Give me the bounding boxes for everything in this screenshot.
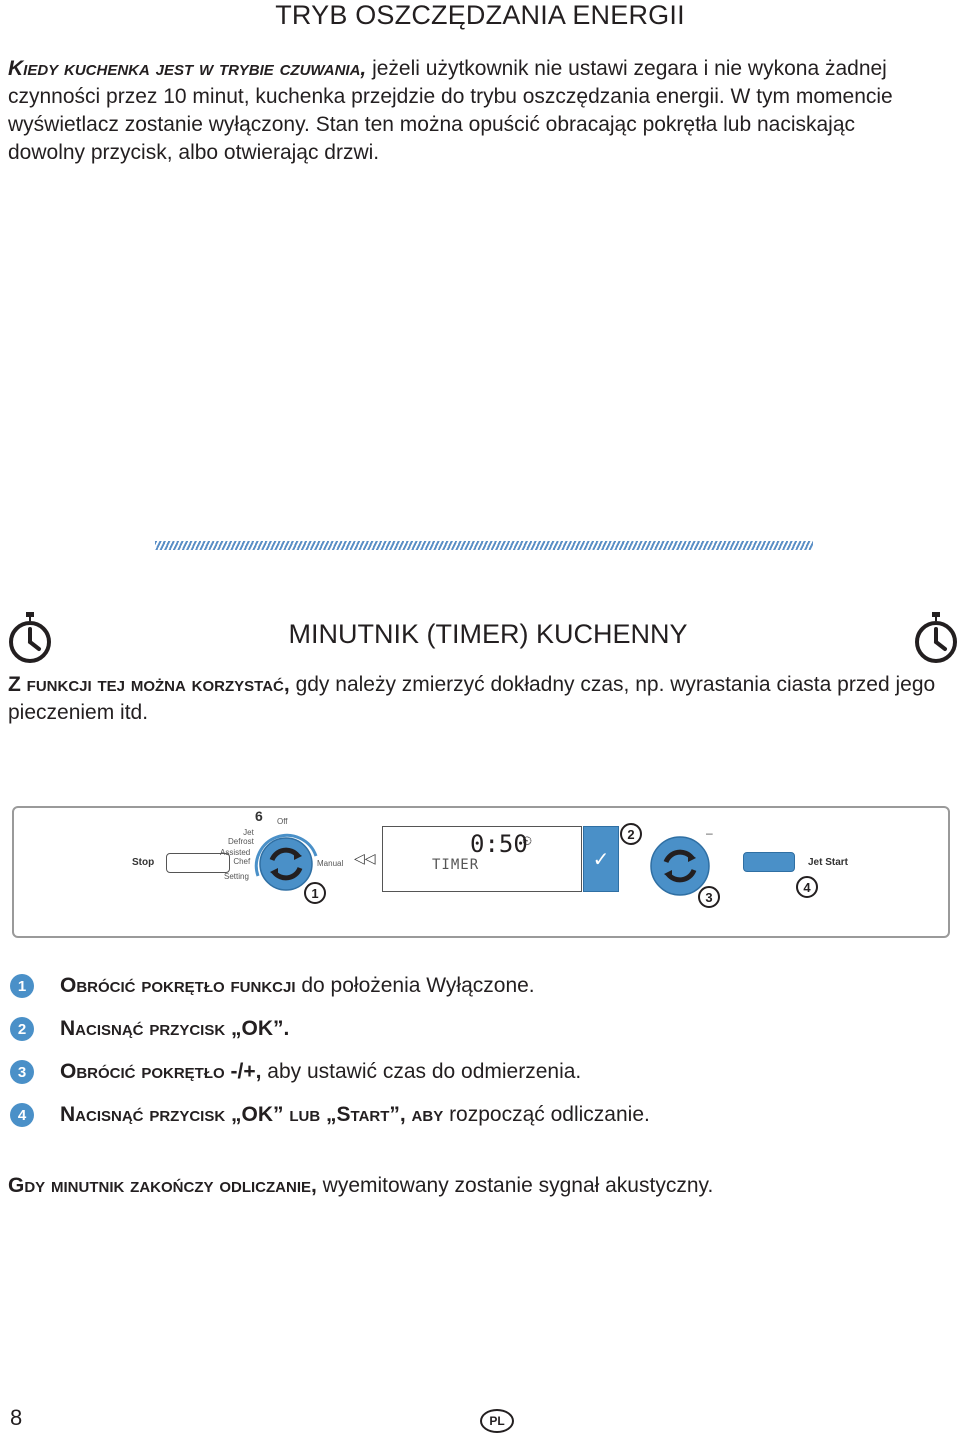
energy-saving-text1: jeżeli użytkownik nie ustawi zegara i ni… [366, 57, 887, 80]
step-number: 4 [10, 1103, 34, 1127]
closing-lead: Gdy minutnik zakończy odliczanie, [8, 1174, 317, 1197]
callout-3: 3 [698, 886, 720, 908]
display-screen [382, 826, 582, 892]
setting-label: Setting [224, 872, 249, 881]
display-timer-text: TIMER [432, 857, 480, 873]
energy-saving-text2: czynności przez 10 minut, kuchenka przej… [8, 85, 893, 108]
assisted-chef-label: Assisted Chef [220, 848, 251, 866]
energy-saving-lead: Kiedy kuchenka jest w trybie czuwania, [8, 57, 367, 80]
back-icon[interactable]: ◁◁ [354, 850, 376, 866]
manual-label: Manual [317, 859, 344, 868]
step-item: 2 Nacisnąć przycisk „OK”. [10, 1015, 950, 1043]
step-lead: Nacisnąć przycisk „OK”. [60, 1017, 290, 1040]
step-lead: Nacisnąć przycisk „OK” lub „Start”, aby [60, 1103, 444, 1126]
jet-start-label: Jet Start [808, 857, 849, 868]
language-badge: PL [480, 1409, 514, 1433]
adjust-knob[interactable] [648, 834, 712, 898]
display-time: 0:50 [470, 830, 528, 858]
page-number: 8 [10, 1405, 23, 1430]
energy-saving-paragraph: Kiedy kuchenka jest w trybie czuwania, j… [8, 55, 953, 167]
timer-text1: gdy należy zmierzyć dokładny czas, np. w… [289, 673, 936, 696]
ok-button[interactable]: ✓ [583, 826, 619, 892]
timer-icon-left [8, 612, 52, 671]
section-title-kitchen-timer: MINUTNIK (TIMER) KUCHENNY [288, 619, 688, 649]
step-text: Obrócić pokrętło funkcji do położenia Wy… [60, 974, 535, 998]
callout-2: 2 [620, 823, 642, 845]
step-item: 3 Obrócić pokrętło -/+, aby ustawić czas… [10, 1058, 950, 1086]
step-item: 1 Obrócić pokrętło funkcji do położenia … [10, 972, 950, 1000]
closing-text: wyemitowany zostanie sygnał akustyczny. [316, 1174, 714, 1197]
alarm-clock-icon: ⏲ [522, 833, 533, 848]
timer-text2: pieczeniem itd. [8, 701, 149, 724]
step-rest: do położenia Wyłączone. [295, 974, 535, 997]
step-lead: Obrócić pokrętło -/+, [60, 1060, 262, 1083]
off-label: Off [277, 817, 288, 826]
step-number: 3 [10, 1060, 34, 1084]
stop-label: Stop [132, 857, 155, 868]
step-number: 2 [10, 1017, 34, 1041]
step-text: Obrócić pokrętło -/+, aby ustawić czas d… [60, 1060, 581, 1084]
timer-icon-right [914, 612, 958, 671]
step-lead: Obrócić pokrętło funkcji [60, 974, 296, 997]
jet-defrost-label: Jet Defrost [228, 828, 254, 846]
step-text: Nacisnąć przycisk „OK” lub „Start”, aby … [60, 1103, 650, 1127]
section-title-energy-saving: TRYB OSZCZĘDZANIA ENERGII [275, 0, 685, 30]
callout-1: 1 [304, 882, 326, 904]
jet-start-button[interactable] [743, 852, 795, 872]
minus-label: – [706, 826, 713, 840]
step-item: 4 Nacisnąć przycisk „OK” lub „Start”, ab… [10, 1101, 950, 1129]
timer-lead: Z funkcji tej można korzystać, [8, 673, 290, 696]
energy-saving-text3: wyświetlacz zostanie wyłączony. Stan ten… [8, 113, 856, 136]
sense-6-label: 6 [255, 808, 263, 824]
timer-paragraph: Z funkcji tej można korzystać, gdy należ… [8, 671, 953, 727]
stop-button[interactable] [166, 853, 230, 873]
step-text: Nacisnąć przycisk „OK”. [60, 1017, 289, 1041]
step-rest: aby ustawić czas do odmierzenia. [261, 1060, 582, 1083]
hatched-divider [155, 541, 813, 550]
closing-paragraph: Gdy minutnik zakończy odliczanie, wyemit… [8, 1172, 953, 1200]
callout-4: 4 [796, 876, 818, 898]
energy-saving-text4: dowolny przycisk, albo otwierając drzwi. [8, 141, 380, 164]
steps-list: 1 Obrócić pokrętło funkcji do położenia … [10, 972, 950, 1129]
step-rest: rozpocząć odliczanie. [443, 1103, 650, 1126]
function-knob[interactable] [250, 826, 322, 898]
step-number: 1 [10, 974, 34, 998]
